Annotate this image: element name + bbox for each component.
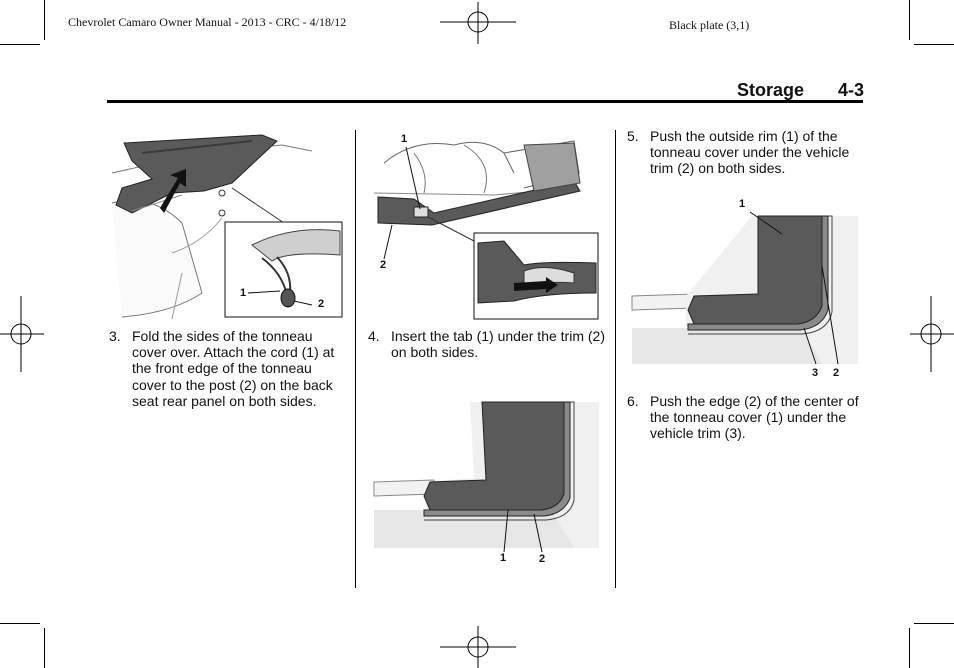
step-text: Push the edge (2) of the center of the t…: [650, 393, 859, 442]
callout-1: 1: [739, 198, 746, 210]
column-divider: [615, 130, 616, 588]
section-title: Storage: [737, 80, 805, 100]
figure-insert-tab: [373, 140, 599, 320]
column-divider: [355, 130, 356, 588]
crop-mark: [909, 628, 910, 668]
step-number: 6.: [627, 393, 639, 409]
registration-mark-left: [0, 296, 44, 372]
callout-2: 2: [539, 553, 546, 565]
crop-mark: [914, 44, 954, 45]
crop-mark: [44, 0, 45, 40]
callout-1: 1: [240, 287, 247, 299]
callout-1: 1: [500, 552, 507, 564]
callout-2: 2: [380, 259, 387, 271]
step-number: 4.: [368, 328, 380, 344]
header-rule: [107, 100, 863, 103]
print-header: Chevrolet Camaro Owner Manual - 2013 - C…: [68, 15, 347, 29]
crop-mark: [914, 623, 954, 624]
page-number: 4-3: [838, 80, 865, 100]
registration-mark-right: [910, 296, 954, 372]
step-text: Insert the tab (1) under the trim (2) on…: [391, 328, 605, 361]
crop-mark: [0, 44, 40, 45]
crop-mark: [0, 623, 40, 624]
callout-3: 3: [812, 367, 819, 379]
step-5: 5. Push the outside rim (1) of the tonne…: [627, 128, 867, 177]
figure-edge-trim: [631, 211, 858, 365]
step-text: Push the outside rim (1) of the tonneau …: [650, 128, 850, 177]
step-number: 5.: [627, 128, 639, 144]
crop-mark: [909, 0, 910, 40]
step-number: 3.: [109, 328, 121, 344]
crop-mark: [44, 628, 45, 668]
callout-2: 2: [833, 367, 840, 379]
figure-rim-trim: [373, 401, 599, 553]
step-3: 3. Fold the sides of the tonneau cover o…: [109, 328, 349, 409]
figure-fold-cover: [111, 134, 343, 320]
plate-label: Black plate (3,1): [669, 18, 750, 32]
step-text: Fold the sides of the tonneau cover over…: [132, 328, 335, 409]
step-4: 4. Insert the tab (1) under the trim (2)…: [368, 328, 608, 360]
callout-2: 2: [318, 298, 325, 310]
callout-1: 1: [401, 133, 408, 145]
step-6: 6. Push the edge (2) of the center of th…: [627, 393, 867, 442]
registration-mark-bottom: [440, 626, 516, 668]
registration-mark-top: [440, 2, 516, 44]
